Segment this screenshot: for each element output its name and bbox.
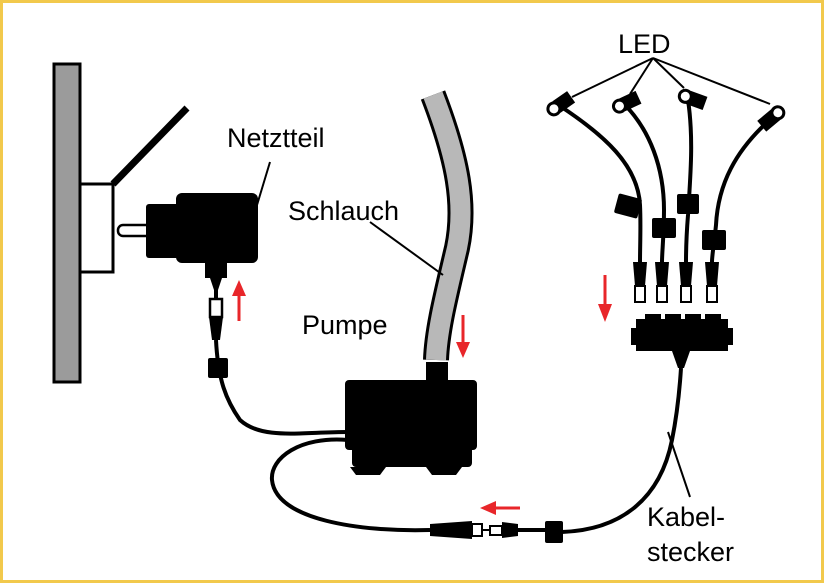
label-pumpe: Pumpe [302, 310, 388, 340]
led-wire-clamps [614, 193, 726, 250]
label-netzteil: Netztteil [227, 123, 325, 153]
arrow-up-icon [232, 280, 246, 321]
led-pointer-lines [571, 57, 771, 105]
wall-lamp-arm [110, 105, 190, 187]
arrow-left-icon [480, 501, 520, 515]
led-plugs [633, 262, 719, 303]
led-lights [546, 88, 786, 132]
power-supply [116, 193, 258, 290]
led-hub [631, 314, 733, 368]
label-schlauch: Schlauch [288, 196, 399, 226]
power-cable [208, 290, 349, 436]
kabel-pointer [667, 431, 691, 498]
wall-socket [78, 182, 115, 274]
label-kabel-line1: Kabel- [647, 502, 725, 532]
label-led: LED [618, 29, 671, 59]
netzteil-pointer [240, 161, 271, 259]
label-kabel-line2: stecker [647, 537, 734, 567]
arrow-down-icon [598, 275, 612, 322]
wall [52, 62, 82, 384]
arrow-down-icon [456, 315, 470, 358]
pump-cable [269, 437, 431, 533]
led-cable [561, 367, 683, 534]
cable-connector [430, 521, 563, 543]
schlauch-pointer [369, 221, 444, 276]
flow-arrows [232, 275, 612, 515]
pump [345, 362, 477, 475]
